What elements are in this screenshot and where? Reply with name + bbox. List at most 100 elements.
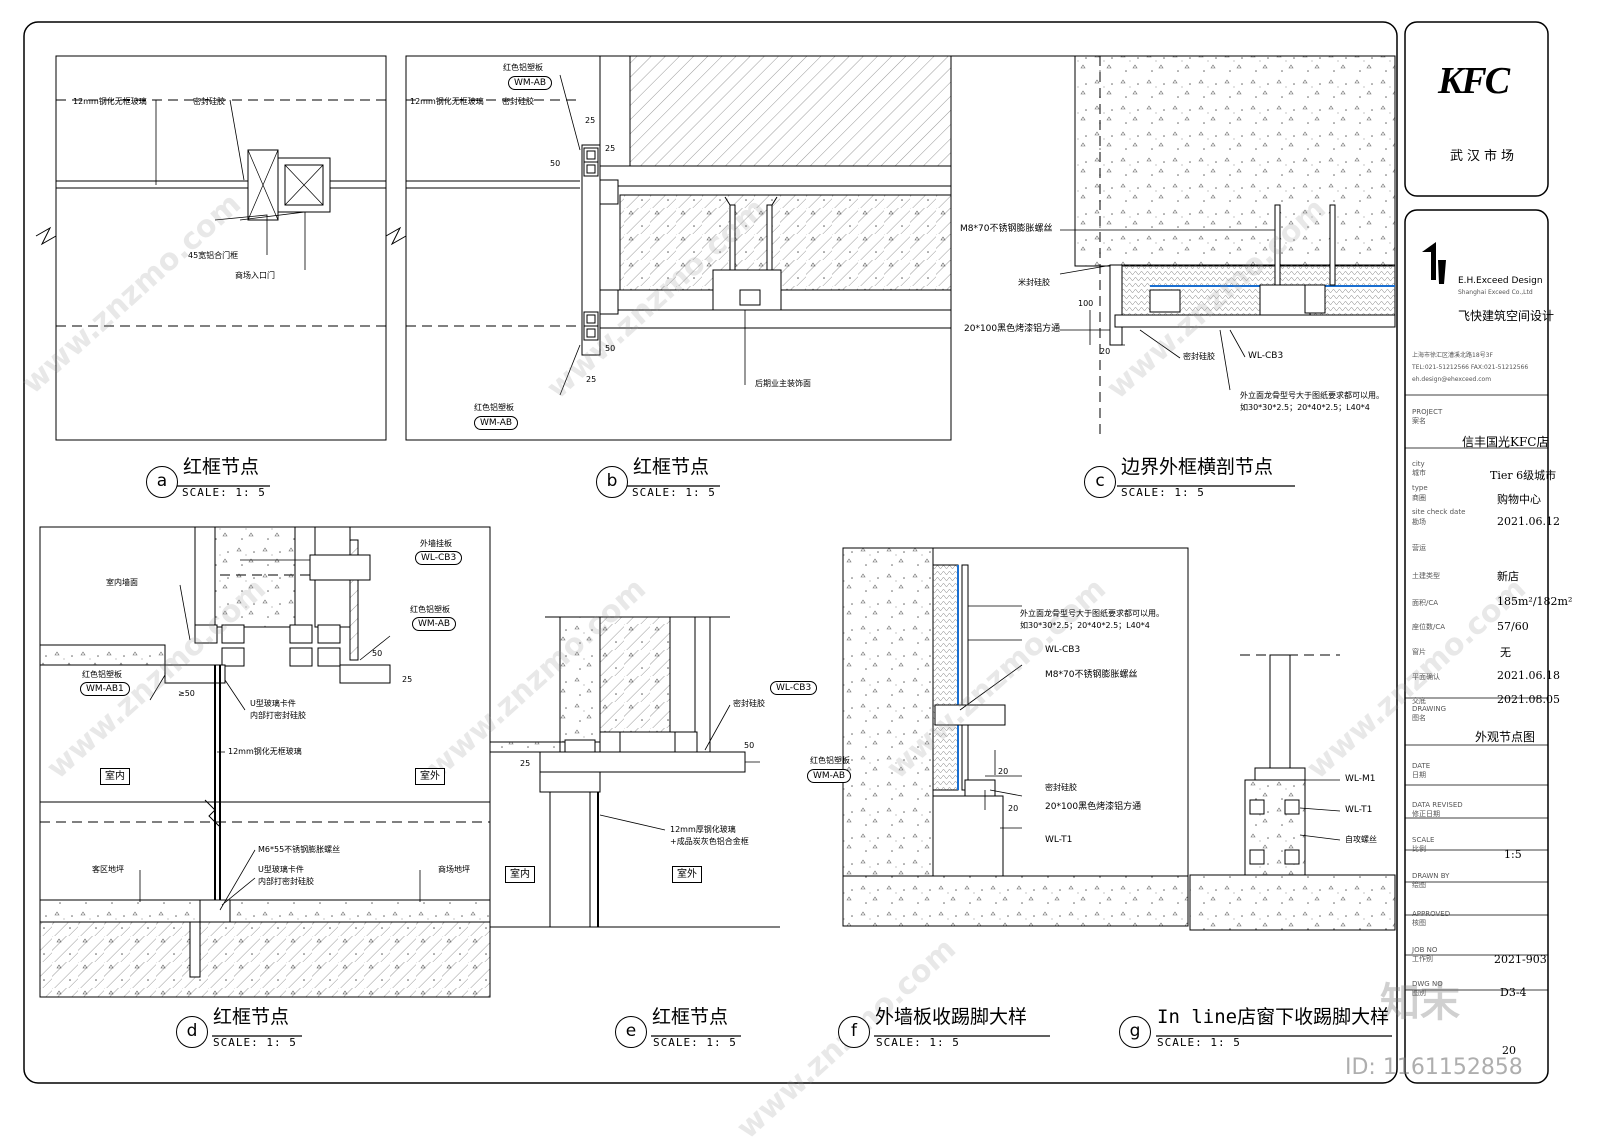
dim-f-20b: 20 <box>1008 804 1019 813</box>
row-handover-value: 2021.08.05 <box>1497 693 1560 706</box>
row-build-cn: 土建类型 <box>1412 572 1440 580</box>
project-name: 信丰国光KFC店 <box>1462 435 1549 449</box>
note-e-glass: 12mm厚钢化玻璃 <box>670 825 736 834</box>
project-label-cn: 案名 <box>1412 417 1426 425</box>
note-f-bolt: M8*70不锈钢膨胀螺丝 <box>1045 670 1138 680</box>
note-d-red: 红色铝塑板 <box>410 605 450 614</box>
dim-e-25: 25 <box>520 759 531 768</box>
dim-b-25c: 25 <box>586 375 597 384</box>
sheet-number: 20 <box>1502 1044 1516 1057</box>
approved-label-cn: 核图 <box>1412 919 1426 927</box>
note-d-glass: 12mm钢化无框玻璃 <box>228 747 302 756</box>
tag-b-top: WM-AB <box>508 76 553 90</box>
job-label: JOB NO <box>1412 946 1438 954</box>
date-label: DATE <box>1412 762 1431 770</box>
note-a-glass: 12mm钢化无框玻璃 <box>73 97 147 106</box>
drawn-label-cn: 绘图 <box>1412 881 1426 889</box>
revised-label-cn: 修正日期 <box>1412 810 1440 818</box>
designer-logo-icon <box>1422 242 1446 284</box>
row-type-cn: 商圈 <box>1412 494 1426 502</box>
note-f-code2: WL-T1 <box>1045 835 1073 845</box>
note-g-m1: WL-M1 <box>1345 774 1376 784</box>
label-d-outdoor: 室外 <box>415 768 445 785</box>
note-c-seal1: 米封硅胶 <box>1018 278 1050 287</box>
note-a-frame: 45宽铝合门框 <box>188 251 239 260</box>
label-e-outdoor: 室外 <box>672 866 702 883</box>
row-city-en: city <box>1412 460 1425 468</box>
note-d-red2: 红色铝塑板 <box>82 670 122 679</box>
drawing-label: DRAWING <box>1412 705 1447 713</box>
job-label-cn: 工作别 <box>1412 955 1433 963</box>
note-d-bolt: M6*55不锈钢膨胀螺丝 <box>258 845 341 854</box>
designer-phone: TEL:021-51212566 FAX:021-51212566 <box>1412 364 1529 371</box>
note-c-note2: 如30*30*2.5；20*40*2.5；L40*4 <box>1240 403 1370 412</box>
note-f-note1: 外立面龙骨型号大于图纸要求都可以用。 <box>1020 609 1164 618</box>
row-ops-cn: 营运 <box>1412 544 1426 552</box>
drawn-label: DRAWN BY <box>1412 872 1450 880</box>
job-number: 2021-903 <box>1494 953 1547 966</box>
detail-scale-d: SCALE: 1: 5 <box>213 1036 297 1049</box>
dim-b-50a: 50 <box>550 159 561 168</box>
designer-en: E.H.Exceed Design <box>1458 276 1543 286</box>
approved-label: APPROVED <box>1412 910 1451 918</box>
detail-marker-g: g <box>1119 1016 1151 1048</box>
scale-value: 1:5 <box>1504 848 1522 861</box>
row-type-en: type <box>1412 484 1428 492</box>
detail-marker-e: e <box>615 1016 647 1048</box>
detail-marker-a: a <box>146 466 178 498</box>
note-c-note1: 外立面龙骨型号大于图纸要求都可以用。 <box>1240 391 1384 400</box>
dim-d-50: 50 <box>372 649 383 658</box>
note-d-clip-b: U型玻璃卡件 <box>258 865 304 874</box>
drawing-name: 外观节点图 <box>1475 730 1536 744</box>
dim-e-50: 50 <box>744 741 755 750</box>
detail-scale-c: SCALE: 1: 5 <box>1121 486 1205 499</box>
row-seats-value: 57/60 <box>1497 620 1529 633</box>
market-name: 武汉市场 <box>1450 149 1519 164</box>
dim-b-25a: 25 <box>585 116 596 125</box>
note-c-code: WL-CB3 <box>1248 351 1284 361</box>
note-f-code1: WL-CB3 <box>1045 645 1081 655</box>
note-d-floor1: 客区地坪 <box>92 865 124 874</box>
detail-marker-c: c <box>1084 466 1116 498</box>
dim-d-25: 25 <box>402 675 413 684</box>
row-area-cn: 面积/CA <box>1412 599 1439 607</box>
row-check-value: 2021.06.12 <box>1497 515 1560 528</box>
detail-marker-f: f <box>838 1016 870 1048</box>
tag-d-cb3: WL-CB3 <box>415 551 463 565</box>
tag-b-bot: WM-AB <box>474 416 519 430</box>
row-plan-cn: 平面确认 <box>1412 673 1440 681</box>
row-city-cn: 城市 <box>1412 469 1426 477</box>
row-build-value: 新店 <box>1497 570 1519 583</box>
note-d-clip2: 内部打密封硅胶 <box>250 711 306 720</box>
note-c-bolt: M8*70不锈钢膨胀螺丝 <box>960 224 1053 234</box>
note-f-seal: 密封硅胶 <box>1045 783 1077 792</box>
note-c-seal2: 密封硅胶 <box>1183 352 1215 361</box>
note-f-tube: 20*100黑色烤漆铝方通 <box>1045 802 1142 812</box>
designer-cn: 飞快建筑空间设计 <box>1458 309 1555 323</box>
detail-scale-f: SCALE: 1: 5 <box>876 1036 960 1049</box>
detail-f-lines <box>842 547 1189 927</box>
note-e-glass2: +成品炭灰色铝合金框 <box>670 837 749 846</box>
dim-c-20: 20 <box>1100 347 1111 356</box>
note-e-seal: 密封硅胶 <box>733 699 765 708</box>
tag-d-ab1: WM-AB1 <box>80 682 130 696</box>
detail-e-lines <box>489 616 780 928</box>
label-d-indoor: 室内 <box>100 768 130 785</box>
row-check-cn: 勘场 <box>1412 518 1426 526</box>
note-e-red: 红色铝塑板 <box>810 756 850 765</box>
note-a-door: 商场入口门 <box>235 271 275 280</box>
detail-scale-b: SCALE: 1: 5 <box>632 486 716 499</box>
note-g-screw: 自攻螺丝 <box>1345 835 1377 844</box>
tag-e-cb3: WL-CB3 <box>770 681 818 695</box>
note-d-wall: 室内墙面 <box>106 578 138 587</box>
dim-c-100: 100 <box>1078 299 1094 308</box>
dim-b-50b: 50 <box>605 344 616 353</box>
row-window-cn: 窗片 <box>1412 648 1426 656</box>
label-e-indoor: 室内 <box>505 866 535 883</box>
dim-b-25b: 25 <box>605 144 616 153</box>
note-d-panel: 外墙挂板 <box>420 539 452 548</box>
scale-label: SCALE <box>1412 836 1435 844</box>
detail-title-e: 红框节点 <box>652 1006 729 1028</box>
detail-marker-d: d <box>176 1016 208 1048</box>
